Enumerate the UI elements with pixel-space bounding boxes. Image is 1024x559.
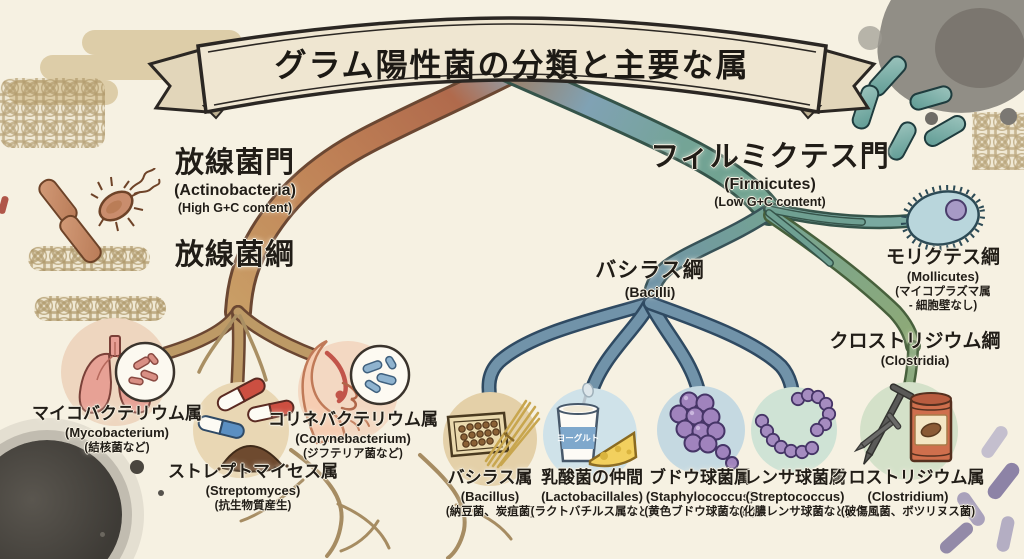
genus-note: (抗生物質産生) xyxy=(214,499,292,512)
phylum-note: (High G+C content) xyxy=(177,200,293,215)
genus-latin: (Staphylococcus) xyxy=(645,488,755,504)
genus-name: 乳酸菌の仲間 xyxy=(541,468,643,487)
branch-actinobacteria xyxy=(224,54,530,326)
node-mollicutes-class: モリクテス綱 (Mollicutes) (マイコプラズマ属 - 細胞壁なし) xyxy=(868,246,1018,313)
mycoplasma-cell-icon xyxy=(900,184,986,252)
chain-cocci-icon xyxy=(751,387,837,473)
node-genus-corynebacterium: コリネバクテリウム属 (Corynebacterium) (ジフテリア菌など) xyxy=(260,410,446,461)
class-note: - 細胞壁なし) xyxy=(908,300,978,313)
ink-dot xyxy=(1000,108,1017,125)
genus-name: ブドウ球菌属 xyxy=(649,468,751,487)
ink-dot xyxy=(130,460,144,474)
class-latin: (Clostridia) xyxy=(880,353,950,369)
node-actinobacteria-phylum: 放線菌門 (Actinobacteria) (High G+C content) xyxy=(90,146,380,216)
class-latin: (Bacilli) xyxy=(624,283,676,300)
node-genus-streptococcus: レンサ球菌属 (Streptococcus) (化膿レンサ球菌など) xyxy=(703,468,887,519)
node-genus-clostridium: クロストリジウム属 (Clostridium) (破傷風菌、ボツリヌス菌) xyxy=(812,468,1004,519)
genus-latin: (Lactobacillales) xyxy=(541,488,643,504)
class-name: バシラス綱 xyxy=(595,259,705,282)
class-name: モリクテス綱 xyxy=(885,247,1000,268)
genus-note: (納豆菌、炭疽菌) xyxy=(445,505,535,518)
phylum-latin: (Actinobacteria) xyxy=(174,182,296,200)
genus-name: レンサ球菌属 xyxy=(744,468,846,487)
genus-latin: (Corynebacterium) xyxy=(295,430,411,446)
nail-can-icon xyxy=(853,382,958,480)
flagellated-bacterium-icon xyxy=(90,168,161,232)
ink-blot xyxy=(935,8,1024,88)
genus-latin: (Streptomyces) xyxy=(205,482,301,498)
node-firmicutes-phylum: フィルミクテス門 (Firmicutes) (Low G+C content) xyxy=(620,140,920,210)
grape-cluster-cocci-icon xyxy=(657,386,745,474)
shippo-pattern xyxy=(972,112,1024,170)
genus-latin: (Streptococcus) xyxy=(745,488,845,504)
class-latin: (Mollicutes) xyxy=(906,269,980,285)
phylum-name: フィルミクテス門 xyxy=(650,141,890,173)
ground-roots-decoration xyxy=(239,448,513,559)
phylum-name: 放線菌門 xyxy=(174,147,295,179)
branch-to-bacilli xyxy=(641,203,778,312)
yogurt-cheese-icon: ヨーグルト xyxy=(543,383,638,482)
pills-soil-icon xyxy=(193,377,295,478)
page-title: グラム陽性菌の分類と主要な属 xyxy=(274,47,750,83)
node-actinobacteria-class: 放線菌綱 xyxy=(120,238,350,273)
genus-note: (化膿レンサ球菌など) xyxy=(739,505,851,518)
firmicutes-fan-twigs xyxy=(764,205,866,267)
ink-dot xyxy=(858,26,882,50)
genus-note: (ラクトバチルス属など) xyxy=(530,505,654,518)
ink-dot xyxy=(112,442,120,450)
node-genus-mycobacterium: マイコバクテリウム属 (Mycobacterium) (結核菌など) xyxy=(24,404,210,455)
genus-latin: (Bacillus) xyxy=(460,488,520,504)
node-genus-bacillus: バシラス属 (Bacillus) (納豆菌、炭疽菌) xyxy=(400,468,580,519)
throat-icon xyxy=(298,339,411,445)
phylum-latin: (Firmicutes) xyxy=(724,176,816,194)
genus-note: (破傷風菌、ボツリヌス菌) xyxy=(840,505,976,518)
class-name: クロストリジウム綱 xyxy=(829,331,1001,352)
shippo-pattern xyxy=(0,78,105,148)
genus-note: (ジフテリア菌など) xyxy=(303,447,403,460)
genus-name: ストレプトマイセス属 xyxy=(168,462,338,481)
genus-name: バシラス属 xyxy=(447,468,533,487)
genus-name: コリネバクテリウム属 xyxy=(268,410,438,429)
genus-name: クロストリジウム属 xyxy=(831,468,985,487)
branch-firmicutes xyxy=(492,54,783,226)
genus-note: (黄色ブドウ球菌など) xyxy=(644,505,756,518)
genus-latin: (Clostridium) xyxy=(867,488,949,504)
natto-icon xyxy=(443,392,541,486)
lungs-icon xyxy=(61,318,176,426)
ink-dot xyxy=(925,112,938,125)
node-genus-streptomyces: ストレプトマイセス属 (Streptomyces) (抗生物質産生) xyxy=(160,462,346,513)
node-bacilli-class: バシラス綱 (Bacilli) xyxy=(560,258,740,301)
class-name: 放線菌綱 xyxy=(174,239,295,271)
genus-name: マイコバクテリウム属 xyxy=(32,404,202,423)
node-clostridia-class: クロストリジウム綱 (Clostridia) xyxy=(810,330,1020,369)
node-genus-lactobacillales: 乳酸菌の仲間 (Lactobacillales) (ラクトバチルス属など) xyxy=(500,468,684,519)
yogurt-cup-label: ヨーグルト xyxy=(557,433,600,443)
class-note: (マイコプラズマ属 xyxy=(895,286,991,299)
banner-ribbon xyxy=(147,16,877,120)
cloud-motif xyxy=(34,296,166,321)
ink-dot xyxy=(100,532,105,537)
node-genus-staphylococcus: ブドウ球菌属 (Staphylococcus) (黄色ブドウ球菌など) xyxy=(608,468,792,519)
genus-latin: (Mycobacterium) xyxy=(64,424,170,440)
bacilli-roots xyxy=(481,295,801,407)
genus-note: (結核菌など) xyxy=(84,441,150,454)
ink-dot xyxy=(158,490,164,496)
phylum-note: (Low G+C content) xyxy=(714,194,826,209)
